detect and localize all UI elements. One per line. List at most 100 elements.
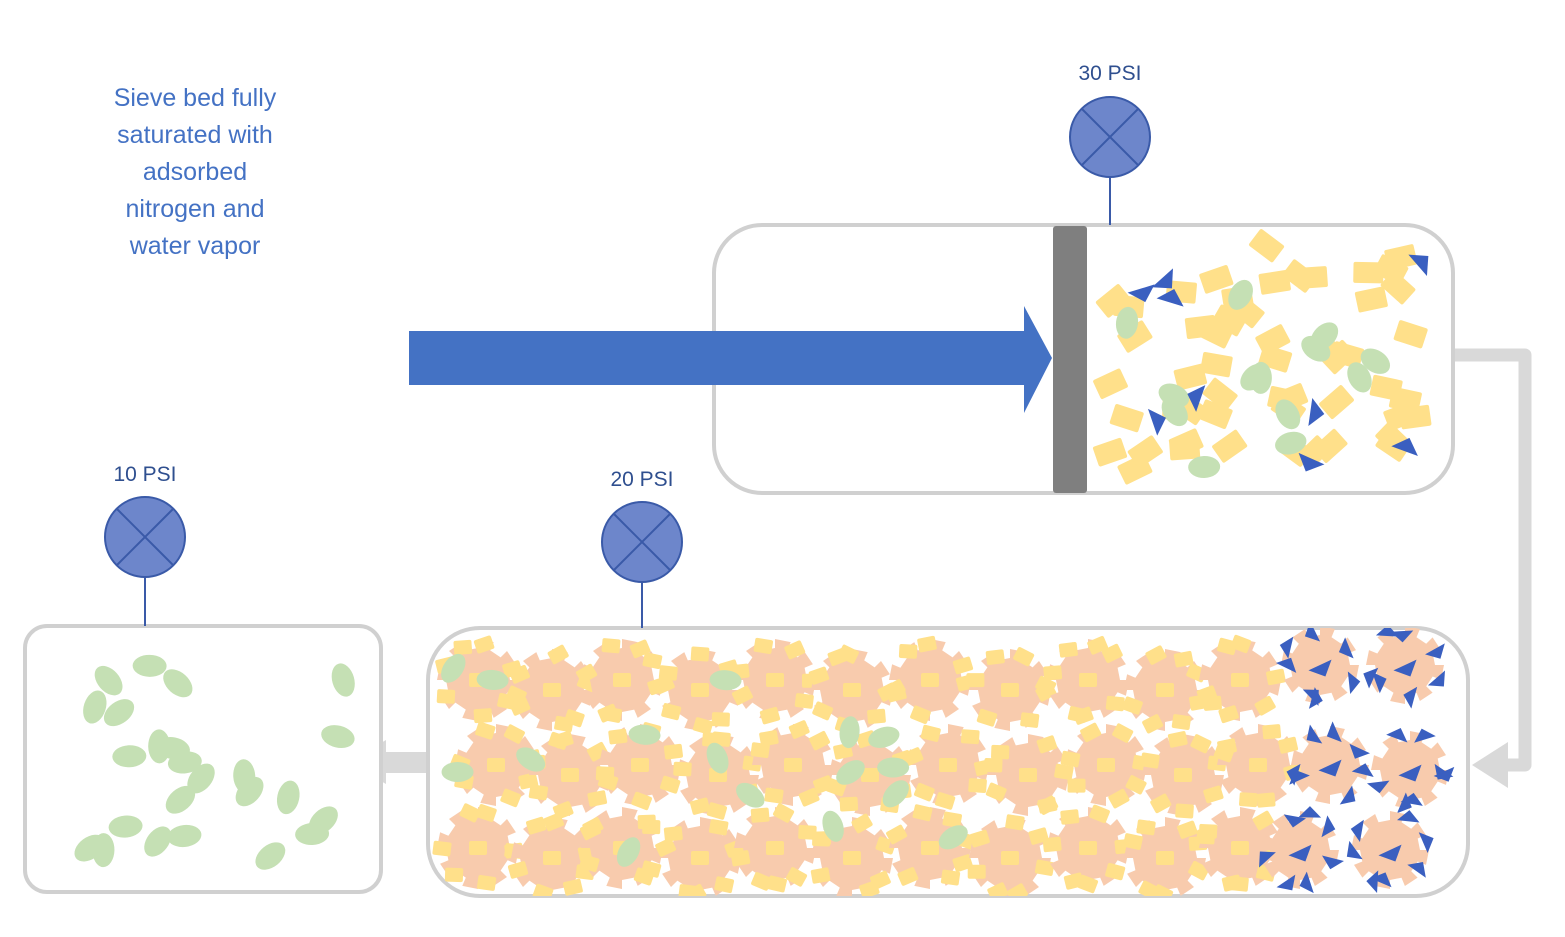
oxygen-particle [1043,665,1063,681]
oxygen-particle [934,792,956,810]
oxygen-particle [453,639,473,655]
oxygen-particle [784,640,806,660]
oxygen-particle [910,705,931,724]
oxygen-particle [678,884,698,896]
oxygen-particle [859,880,880,896]
oxygen-particle [1019,768,1037,782]
water-vapor-particle [1347,671,1361,694]
oxygen-particle [917,635,937,653]
sieve-bed [426,626,1470,898]
water-vapor-particle [1276,874,1296,891]
nitrogen-particle [163,669,193,698]
nitrogen-particle [148,729,171,764]
oxygen-particle [1167,731,1188,748]
oxygen-particle [473,708,493,724]
water-vapor-particle [1393,659,1417,677]
sieve-bead [1213,724,1304,808]
water-vapor-particle [1304,628,1321,642]
oxygen-particle [692,717,714,735]
oxygen-particle [579,854,600,872]
nitrogen-particle [706,742,729,774]
oxygen-particle [798,824,817,840]
nitrogen-particle [321,725,355,748]
oxygen-particle [597,703,619,723]
oxygen-particle [753,637,774,654]
oxygen-particle [1112,723,1134,743]
oxygen-particle [984,757,1003,773]
oxygen-particle [543,683,561,697]
oxygen-particle [655,837,677,857]
water-vapor-particle [1386,728,1408,743]
oxygen-particle [985,649,1005,665]
oxygen-particle [459,803,481,823]
water-vapor-particle [1433,766,1455,782]
oxygen-particle [505,685,527,705]
oxygen-particle [966,673,985,688]
oxygen-particle [1105,695,1125,712]
oxygen-particle [528,784,549,801]
water-vapor-particle [1339,785,1356,805]
nitrogen-particle [167,751,202,774]
oxygen-particle [920,724,941,742]
oxygen-particle [897,867,919,886]
oxygen-particle [1174,768,1192,782]
nitrogen-particle [1249,361,1272,394]
oxygen-particle [714,876,735,894]
nitrogen-particle [516,747,546,772]
water-vapor-particle [1366,870,1379,893]
oxygen-particle [553,730,574,749]
nitrogen-particle [276,780,300,815]
gauge-label: 20 PSI [610,468,673,491]
oxygen-particle [1198,317,1234,349]
sieve-bead [730,637,820,725]
oxygen-particle [673,761,692,777]
oxygen-particle [1319,385,1354,420]
oxygen-particle [1203,785,1224,804]
water-vapor-particle [1370,872,1392,888]
oxygen-particle [1354,286,1388,313]
nitrogen-particle [709,670,742,691]
sieve-bead [984,734,1074,816]
oxygen-particle [509,664,530,684]
nitrogen-particle [877,757,910,778]
oxygen-particle [1105,862,1126,881]
oxygen-particle [976,708,998,727]
water-vapor-particle [1427,670,1445,687]
oxygen-particle [772,803,795,823]
oxygen-particle [764,787,784,804]
oxygen-particle [436,689,456,704]
oxygen-particle [691,851,709,865]
oxygen-particle [785,867,808,887]
water-vapor-particle [1151,268,1173,289]
oxygen-particle [969,829,990,848]
sieve-bead [1196,634,1286,724]
oxygen-particle [1058,642,1078,658]
oxygen-particle [1054,763,1074,781]
oxygen-particle [1067,778,1086,793]
water-vapor-particle [1418,832,1434,854]
nitrogen-particle [839,716,860,749]
sieve-bead [432,803,524,891]
oxygen-particle [898,644,918,659]
oxygen-particle [1399,404,1432,430]
oxygen-particle [1006,883,1028,896]
oxygen-particle [942,811,962,828]
nitrogen-particle [1275,399,1301,430]
nitrogen-particle [1115,306,1139,339]
oxygen-particle [766,673,784,687]
sieve-bead [884,635,976,724]
sieve-bead [655,817,746,896]
oxygen-particle [1060,809,1080,825]
sieve-bead [966,647,1057,731]
nitrogen-particle [938,825,968,850]
oxygen-particle [731,685,753,705]
oxygen-particle [1256,792,1276,808]
gauge-label: 30 PSI [1078,62,1141,85]
oxygen-particle [1312,428,1348,463]
water-vapor-particle [1308,659,1332,677]
oxygen-particle [1218,705,1239,724]
oxygen-particle [1092,437,1128,467]
oxygen-particle [1042,836,1062,853]
nitrogen-particle [836,760,865,785]
water-vapor-particle [1321,815,1336,838]
